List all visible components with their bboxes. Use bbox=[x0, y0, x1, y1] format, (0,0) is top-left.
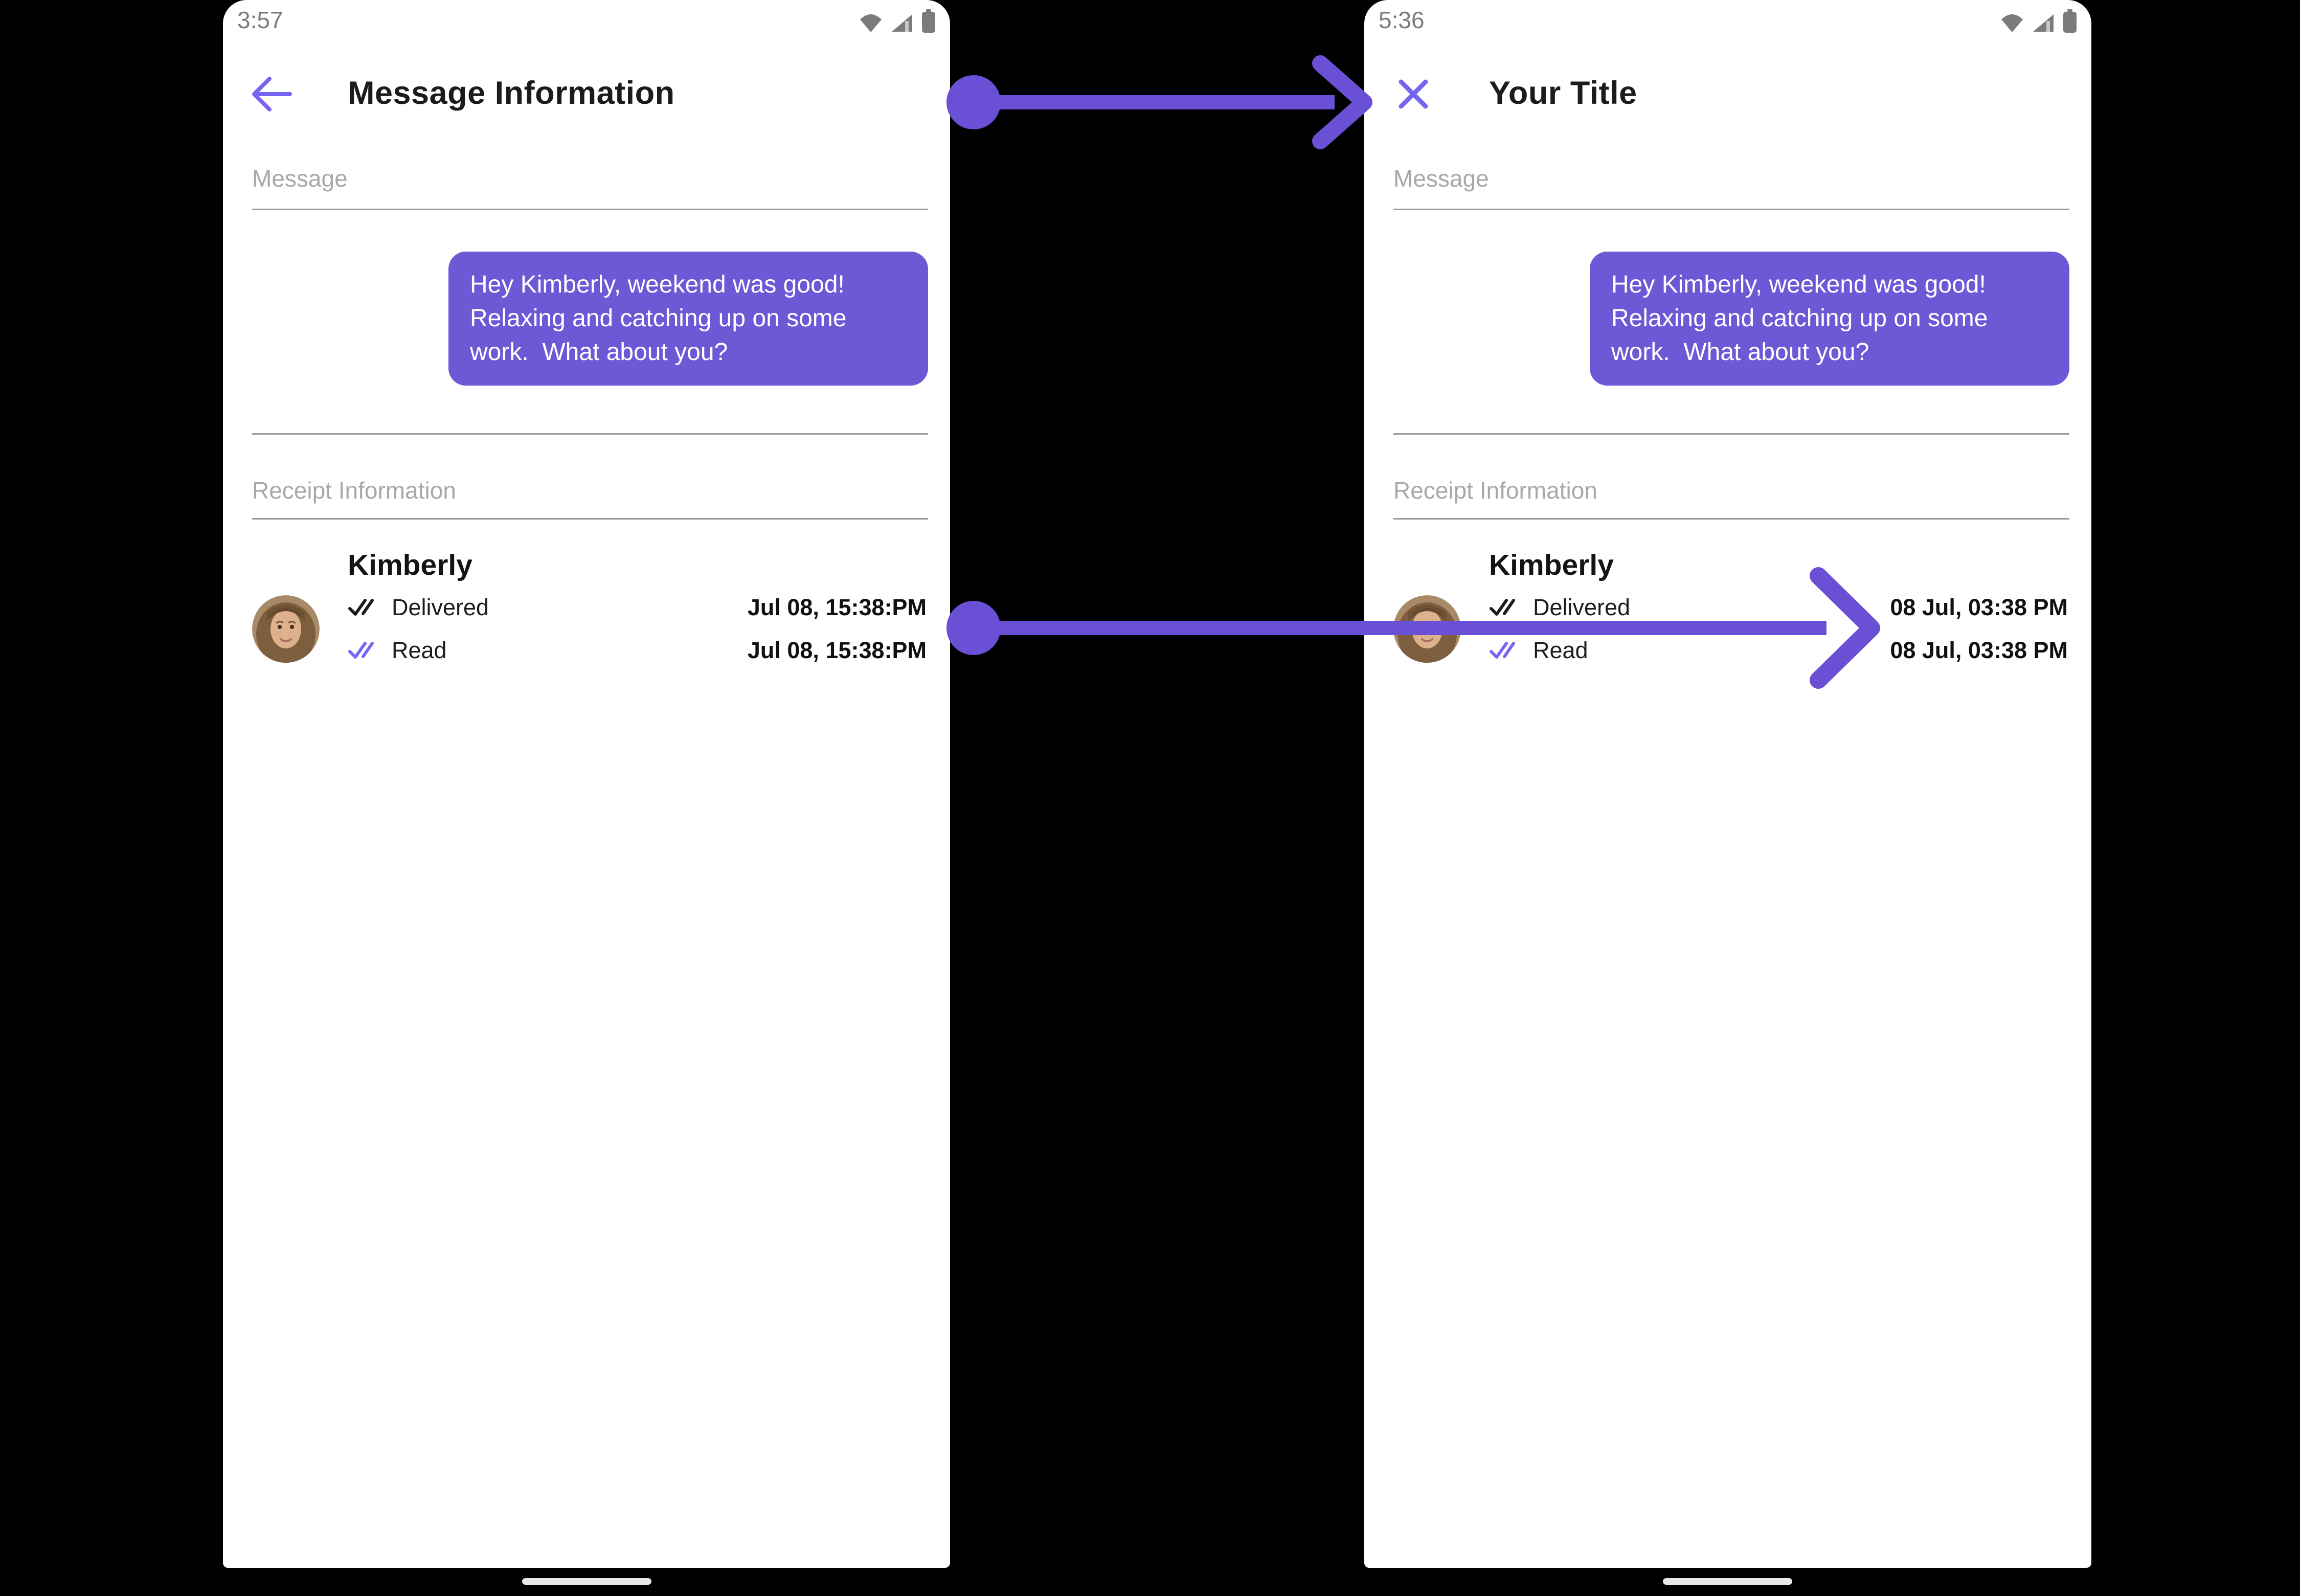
status-bar-time: 5:36 bbox=[1379, 7, 1425, 33]
wifi-icon bbox=[2001, 14, 2023, 32]
divider bbox=[252, 518, 928, 520]
receipt-section-label: Receipt Information bbox=[1393, 477, 1597, 504]
receipt-status-label: Delivered bbox=[392, 594, 489, 620]
double-check-icon bbox=[348, 641, 374, 660]
battery-icon bbox=[2063, 9, 2077, 33]
avatar bbox=[252, 595, 320, 663]
receipt-timestamp: Jul 08, 15:38:PM bbox=[747, 594, 927, 620]
divider bbox=[1393, 209, 2069, 210]
page-title: Your Title bbox=[1489, 75, 1637, 111]
close-button[interactable] bbox=[1390, 71, 1437, 118]
message-section-label: Message bbox=[252, 165, 348, 192]
receipt-row-read: Read 08 Jul, 03:38 PM bbox=[1489, 636, 2068, 665]
back-button[interactable] bbox=[249, 71, 296, 118]
double-check-icon bbox=[1489, 641, 1516, 660]
phone-screen-before: 3:57 Message Information Message Hey Kim… bbox=[223, 0, 950, 1568]
receipt-status-label: Delivered bbox=[1533, 594, 1631, 620]
battery-icon bbox=[922, 9, 935, 33]
avatar bbox=[1393, 595, 1461, 663]
message-section-label: Message bbox=[1393, 165, 1489, 192]
message-bubble: Hey Kimberly, weekend was good! Relaxing… bbox=[448, 252, 928, 386]
close-x-icon bbox=[1399, 79, 1428, 109]
double-check-icon bbox=[348, 598, 374, 617]
receipt-row-delivered: Delivered 08 Jul, 03:38 PM bbox=[1489, 593, 2068, 622]
phone-screen-after: 5:36 Your Title Message Hey Kimberly, we… bbox=[1364, 0, 2091, 1568]
home-indicator bbox=[522, 1578, 651, 1585]
receipt-timestamp: Jul 08, 15:38:PM bbox=[747, 637, 927, 663]
cellular-signal-icon bbox=[2033, 14, 2054, 32]
divider bbox=[252, 209, 928, 210]
home-indicator bbox=[1663, 1578, 1792, 1585]
receipt-row-read: Read Jul 08, 15:38:PM bbox=[348, 636, 927, 665]
contact-name: Kimberly bbox=[1489, 549, 1614, 581]
status-bar-icons bbox=[859, 9, 936, 33]
arrow-left-icon bbox=[252, 77, 292, 111]
page-title: Message Information bbox=[348, 75, 675, 111]
receipt-row-delivered: Delivered Jul 08, 15:38:PM bbox=[348, 593, 927, 622]
double-check-icon bbox=[1489, 598, 1516, 617]
cellular-signal-icon bbox=[892, 14, 912, 32]
divider bbox=[1393, 518, 2069, 520]
receipt-section-label: Receipt Information bbox=[252, 477, 456, 504]
receipt-timestamp: 08 Jul, 03:38 PM bbox=[1890, 594, 2068, 620]
annotation-arrow-title bbox=[946, 55, 1372, 149]
divider bbox=[252, 433, 928, 435]
divider bbox=[1393, 433, 2069, 435]
receipt-timestamp: 08 Jul, 03:38 PM bbox=[1890, 637, 2068, 663]
status-bar-time: 3:57 bbox=[237, 7, 283, 33]
message-bubble: Hey Kimberly, weekend was good! Relaxing… bbox=[1590, 252, 2069, 386]
wifi-icon bbox=[860, 14, 882, 32]
contact-name: Kimberly bbox=[348, 549, 472, 581]
receipt-status-label: Read bbox=[1533, 637, 1588, 663]
receipt-status-label: Read bbox=[392, 637, 447, 663]
status-bar-icons bbox=[2000, 9, 2077, 33]
